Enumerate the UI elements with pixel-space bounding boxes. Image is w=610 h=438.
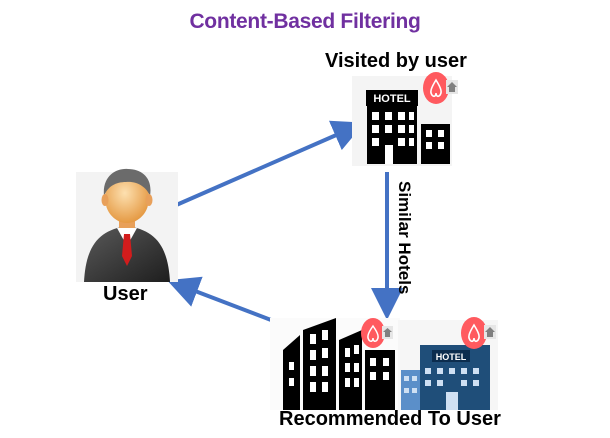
building-icon — [270, 318, 400, 410]
recommended-label: Recommended To User — [279, 408, 501, 430]
hotel-sign: HOTEL — [373, 93, 411, 105]
airbnb-badge-icon — [423, 72, 458, 104]
visited-label: Visited by user — [325, 50, 467, 72]
user-icon — [76, 168, 178, 282]
user-label: User — [103, 283, 148, 305]
similar-hotels-label: Similar Hotels — [395, 181, 414, 295]
hotel-icon: HOTEL — [352, 76, 452, 166]
arrow-user-to-visited — [157, 120, 365, 215]
building-icon: HOTEL — [398, 317, 498, 410]
diagram-title: Content-Based Filtering — [189, 10, 421, 33]
hotel-sign: HOTEL — [436, 352, 467, 362]
